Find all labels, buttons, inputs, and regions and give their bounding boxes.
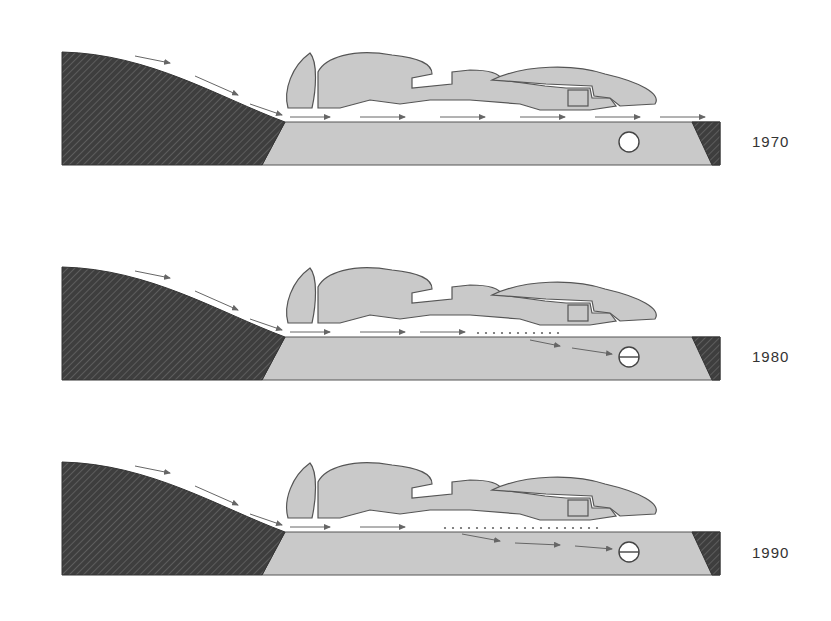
seepage-dot: [460, 527, 462, 529]
seepage-dot: [572, 527, 574, 529]
seepage-dot: [501, 332, 503, 334]
panel-1980: [62, 267, 720, 380]
seepage-dot: [532, 527, 534, 529]
seepage-dot: [493, 332, 495, 334]
seepage-dot: [484, 527, 486, 529]
year-label: 1980: [752, 348, 789, 365]
year-label: 1990: [752, 544, 789, 561]
seepage-dot: [444, 527, 446, 529]
panel-1990: [62, 462, 720, 575]
seepage-dot: [516, 527, 518, 529]
seepage-dot: [524, 527, 526, 529]
seepage-dot: [485, 332, 487, 334]
seepage-dot: [476, 527, 478, 529]
seepage-dot: [557, 332, 559, 334]
seepage-dot: [468, 527, 470, 529]
seepage-dot: [509, 332, 511, 334]
seepage-dot: [508, 527, 510, 529]
seepage-dot: [525, 332, 527, 334]
seepage-dot: [533, 332, 535, 334]
seepage-dot: [556, 527, 558, 529]
seepage-dot: [564, 527, 566, 529]
panel-1970: [62, 52, 720, 165]
seepage-dot: [541, 332, 543, 334]
seepage-dot: [580, 527, 582, 529]
seepage-dot: [500, 527, 502, 529]
seepage-dot: [540, 527, 542, 529]
seepage-dot: [596, 527, 598, 529]
seepage-dot: [517, 332, 519, 334]
seepage-dot: [549, 332, 551, 334]
seepage-dot: [452, 527, 454, 529]
seepage-dot: [477, 332, 479, 334]
seepage-dot: [588, 527, 590, 529]
seepage-dot: [492, 527, 494, 529]
seepage-dot: [548, 527, 550, 529]
year-label: 1970: [752, 133, 789, 150]
